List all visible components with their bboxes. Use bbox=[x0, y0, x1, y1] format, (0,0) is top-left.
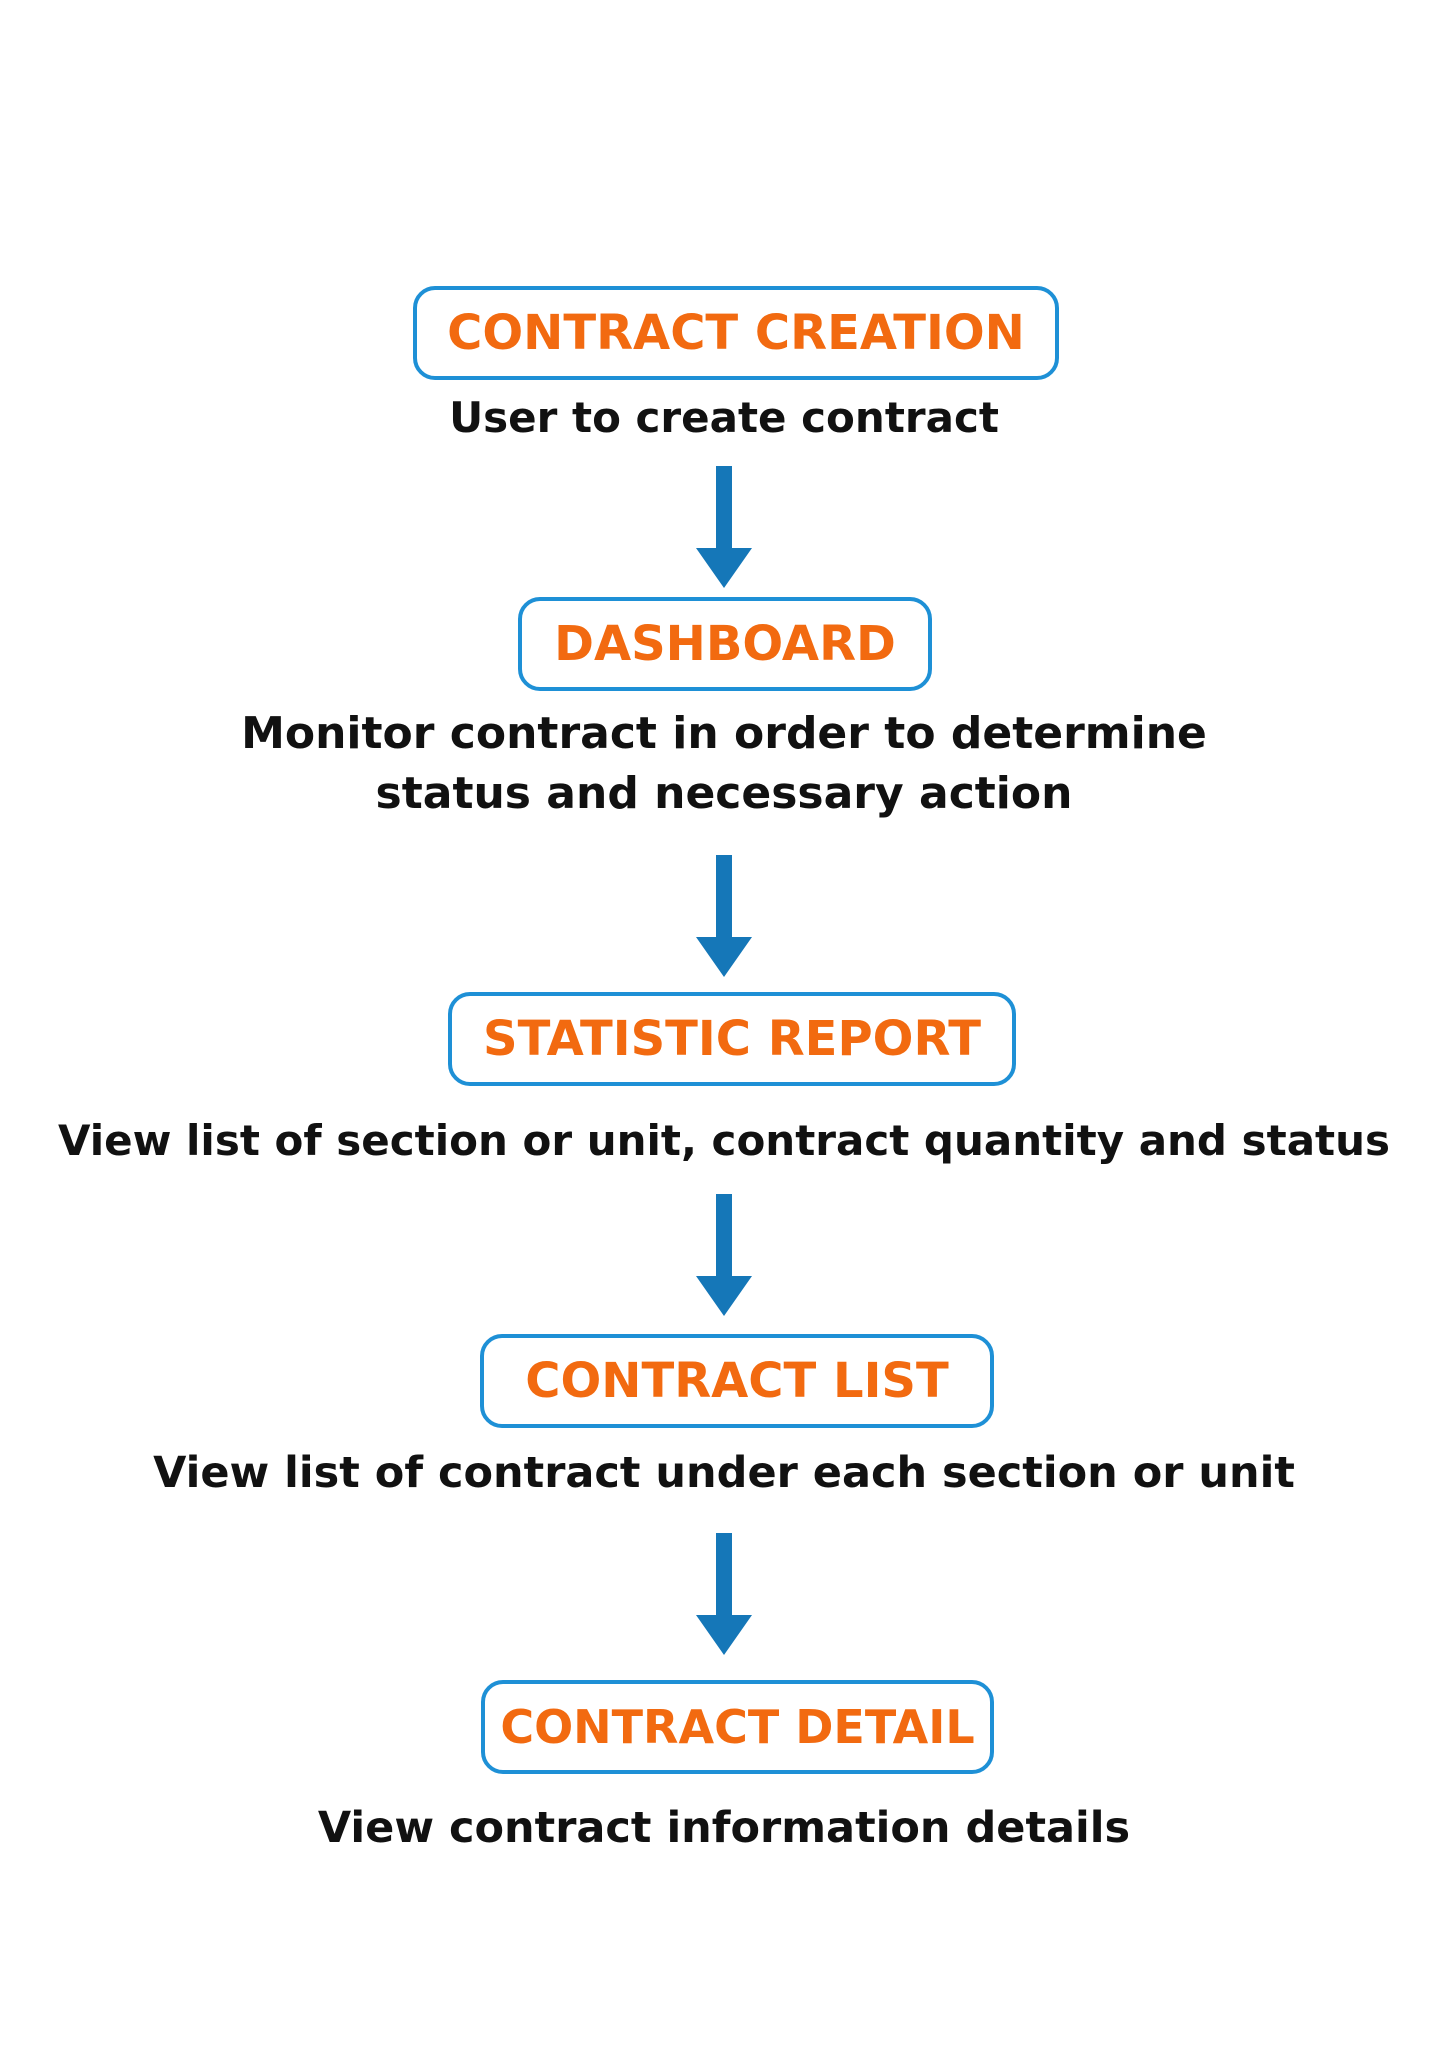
step-description: View contract information details bbox=[0, 1798, 1448, 1858]
step-title: DASHBOARD bbox=[554, 616, 896, 672]
arrow-down-icon bbox=[694, 1194, 754, 1316]
step-description-line: status and necessary action bbox=[375, 768, 1073, 819]
step-description: View list of section or unit, contract q… bbox=[0, 1111, 1448, 1171]
step-description: User to create contract bbox=[0, 388, 1448, 448]
arrow-down-icon bbox=[694, 855, 754, 977]
step-description-line: Monitor contract in order to determine bbox=[241, 708, 1207, 759]
step-description: View list of contract under each section… bbox=[0, 1443, 1448, 1503]
step-box-dashboard: DASHBOARD bbox=[518, 597, 932, 691]
step-description: Monitor contract in order to determine s… bbox=[0, 704, 1448, 824]
step-box-contract-detail: CONTRACT DETAIL bbox=[481, 1680, 994, 1774]
step-description-line: View list of contract under each section… bbox=[153, 1448, 1295, 1498]
step-box-statistic-report: STATISTIC REPORT bbox=[448, 992, 1016, 1086]
step-title: CONTRACT LIST bbox=[525, 1353, 949, 1409]
step-description-line: View list of section or unit, contract q… bbox=[57, 1116, 1391, 1165]
step-box-contract-list: CONTRACT LIST bbox=[480, 1334, 994, 1428]
step-title: STATISTIC REPORT bbox=[483, 1011, 981, 1067]
step-title: CONTRACT DETAIL bbox=[500, 1700, 975, 1754]
step-box-contract-creation: CONTRACT CREATION bbox=[413, 286, 1059, 380]
step-description-line: View contract information details bbox=[317, 1803, 1131, 1853]
arrow-down-icon bbox=[694, 1533, 754, 1655]
step-title: CONTRACT CREATION bbox=[447, 305, 1025, 361]
arrow-down-icon bbox=[694, 466, 754, 588]
step-description-line: User to create contract bbox=[449, 393, 999, 442]
